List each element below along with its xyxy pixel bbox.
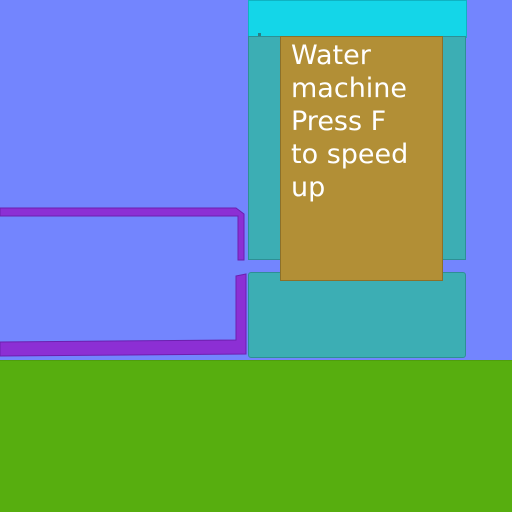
sign-line: to speed (291, 139, 409, 170)
water-machine-sign: Water machine Press F to speed up (280, 36, 443, 281)
sign-line: machine (291, 73, 408, 104)
ground (0, 360, 512, 512)
water-pipe (0, 207, 247, 357)
pipe-upper (0, 207, 245, 261)
sign-line: up (291, 172, 326, 203)
sign-line: Press F (291, 106, 387, 137)
machine-inlet-gap (248, 260, 284, 272)
machine-bolt (258, 33, 261, 36)
water-machine-base (248, 272, 466, 358)
sign-line: Water (291, 40, 371, 71)
water-machine-lid (248, 0, 467, 38)
pipe-lower (0, 273, 247, 357)
